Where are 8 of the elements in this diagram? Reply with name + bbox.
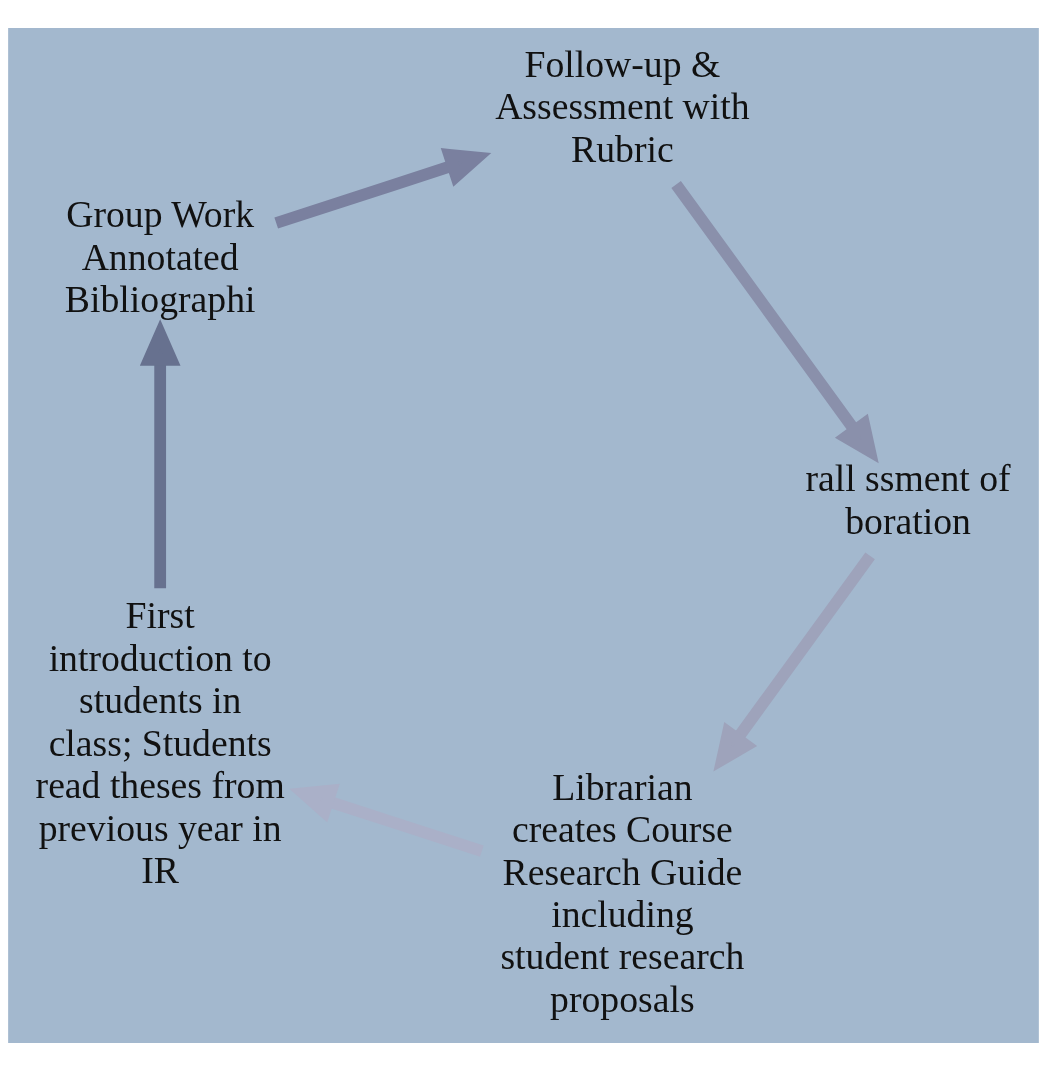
arrow xyxy=(274,148,492,229)
arrow xyxy=(139,319,181,589)
node-text: Group Work Annotated Bibliographi xyxy=(64,193,256,321)
node-text: Librarian creates Course Research Guide including student research proposals xyxy=(500,765,745,1020)
arrow xyxy=(671,181,879,464)
node-text: First introduction to students in class; Students read theses from previous year in IR xyxy=(35,594,285,891)
node-text: rall ssment of boration xyxy=(805,457,1011,542)
node-text: Follow-up & Assessment with Rubric xyxy=(495,43,750,170)
